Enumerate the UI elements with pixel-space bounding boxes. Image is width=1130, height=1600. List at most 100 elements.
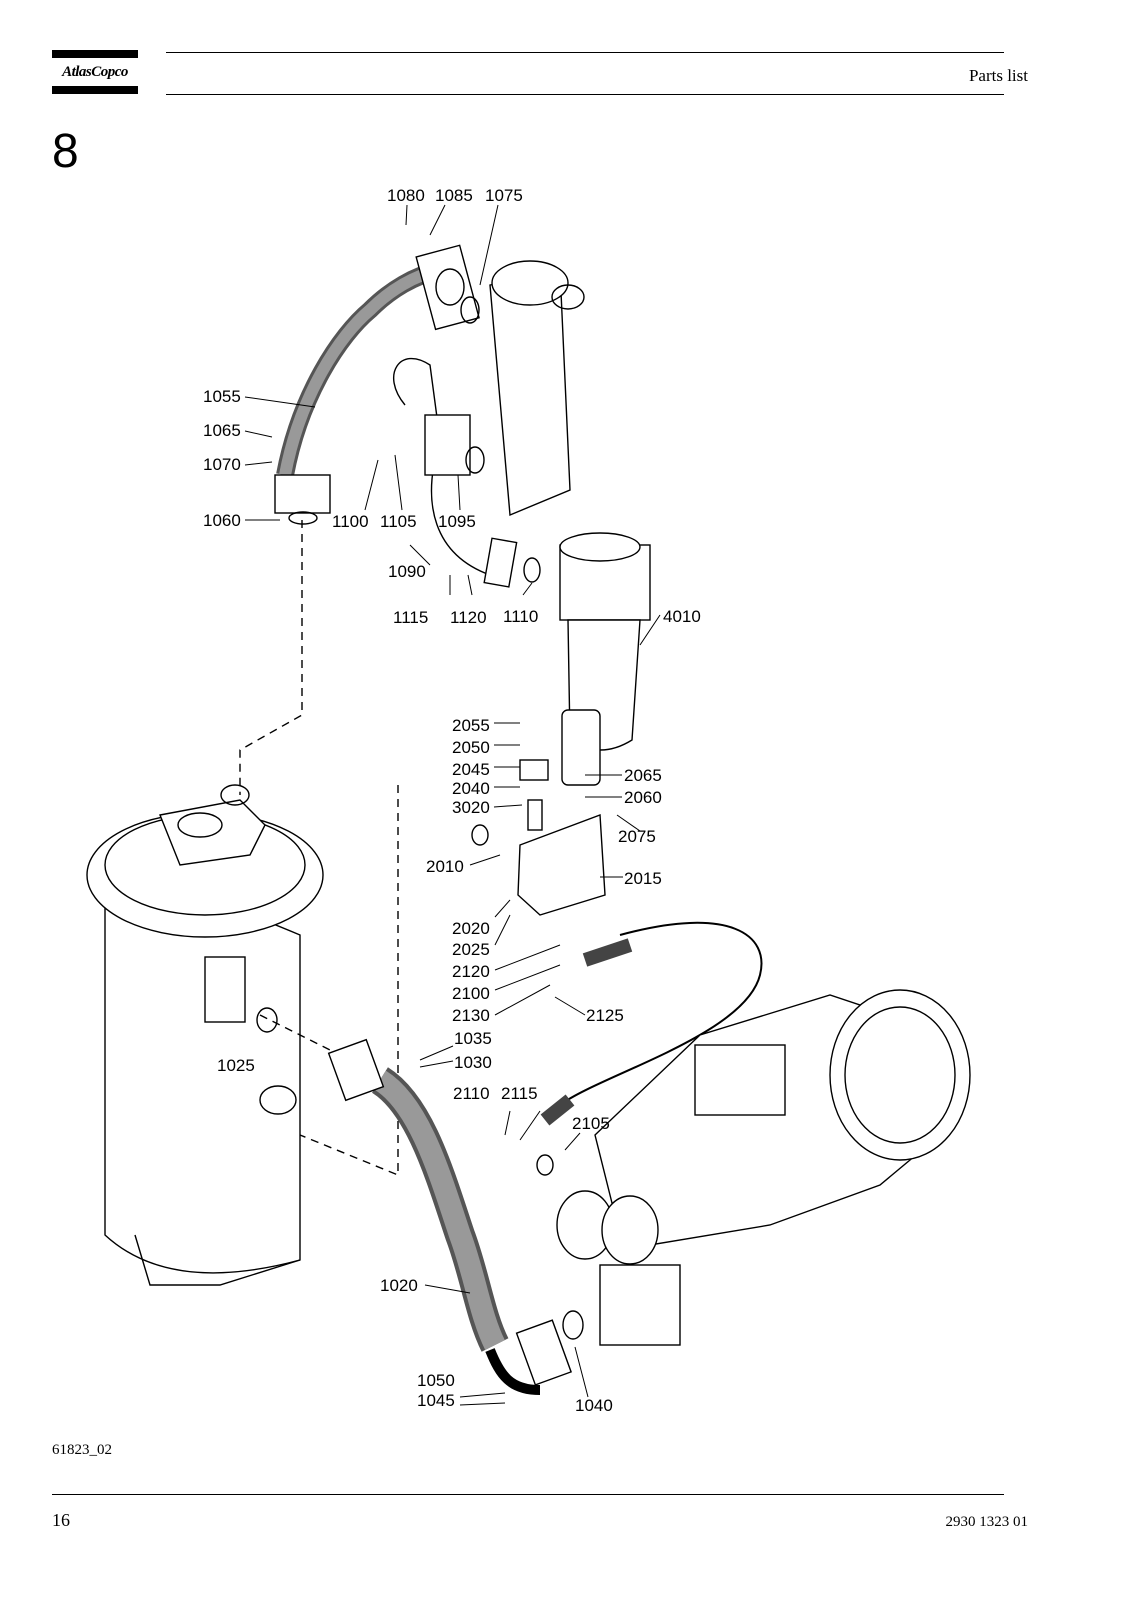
valve-housing-2015: [517, 814, 606, 916]
callout-1065: 1065: [203, 421, 241, 440]
dashed-route-hose: [259, 1014, 341, 1056]
callout-2110: 2110: [453, 1084, 490, 1103]
section-number: 8: [52, 125, 79, 178]
compressor-top-housing: [694, 1044, 786, 1116]
logo-wordmark: AtlasCopco: [62, 64, 128, 80]
compressor-rotor-port-b: [601, 1195, 659, 1265]
callout-1035: 1035: [454, 1029, 492, 1048]
lower-elbow-flange: [274, 474, 331, 514]
separator-side-box: [204, 956, 246, 1023]
footer-rule: [52, 1494, 1004, 1495]
upper-pipe-flange-bore: [435, 268, 465, 306]
callout-1105: 1105: [380, 512, 417, 531]
separator-outlet-port: [177, 812, 223, 838]
callout-4010: 4010: [663, 607, 701, 626]
upper-hose-inner: [279, 264, 442, 477]
callout-1080: 1080: [387, 186, 425, 205]
oring-1110: [523, 557, 541, 583]
dashed-route-filter: [299, 785, 399, 1177]
oring-1060: [288, 511, 318, 525]
callout-1025: 1025: [217, 1056, 255, 1075]
oring-1025: [256, 1007, 278, 1033]
callout-1070: 1070: [203, 455, 241, 474]
callout-2045: 2045: [452, 760, 490, 779]
compressor-lower-block: [599, 1264, 681, 1346]
oring-1075: [460, 296, 480, 324]
oil-filter-head-top: [559, 532, 641, 562]
page-number: 16: [52, 1510, 70, 1530]
callout-2120: 2120: [452, 962, 490, 981]
callout-1045: 1045: [417, 1391, 455, 1410]
exploded-parts-diagram: 1080 1085 1075 1055 1065 1070 1060 1100 …: [86, 186, 971, 1415]
oring-1095: [465, 446, 485, 474]
lower-oil-hose-inner: [373, 1070, 505, 1350]
callout-1100: 1100: [332, 512, 369, 531]
callout-1040: 1040: [575, 1396, 613, 1415]
hose-upper-flange: [327, 1038, 385, 1102]
callout-2050: 2050: [452, 738, 490, 757]
callout-2040: 2040: [452, 779, 490, 798]
callout-2065: 2065: [624, 766, 662, 785]
callout-3020: 3020: [452, 798, 490, 817]
separator-top-flange: [159, 799, 266, 866]
callout-1090: 1090: [388, 562, 426, 581]
compressor-drive-flange: [829, 989, 971, 1161]
callout-2100: 2100: [452, 984, 490, 1003]
figure-reference: 61823_02: [52, 1442, 112, 1458]
callout-2115: 2115: [501, 1084, 538, 1103]
logo-bar-bottom: [52, 86, 138, 94]
lower-pipe-flange: [483, 537, 518, 588]
oring-2105: [536, 1154, 554, 1176]
filter-element-2065: [561, 709, 601, 786]
scavenge-hose-end-lower: [540, 1094, 575, 1126]
separator-side-port: [259, 1085, 297, 1115]
callout-2105: 2105: [572, 1114, 610, 1133]
callout-1120: 1120: [450, 608, 487, 627]
callout-1110: 1110: [503, 607, 538, 626]
callout-2025: 2025: [452, 940, 490, 959]
oil-cooler-top: [491, 260, 569, 306]
leader-lines: [244, 204, 661, 1406]
callout-2010: 2010: [426, 857, 464, 876]
drawing-lines: [86, 204, 971, 1406]
oring-1040: [562, 1310, 584, 1340]
atlas-copco-logo: AtlasCopco: [52, 50, 138, 94]
valve-insert-3020: [527, 799, 543, 831]
valve-cover-plate: [519, 759, 549, 781]
scavenge-hose-end-upper: [582, 938, 633, 967]
callout-labels: 1080 1085 1075 1055 1065 1070 1060 1100 …: [203, 186, 701, 1415]
callout-1075: 1075: [485, 186, 523, 205]
callout-2075: 2075: [618, 827, 656, 846]
scavenge-line: [559, 921, 763, 1106]
middle-pipe-flange: [424, 414, 471, 476]
dashed-route-separator: [239, 520, 303, 795]
logo-bar-top: [52, 50, 138, 58]
callout-1115: 1115: [393, 608, 428, 627]
callout-2020: 2020: [452, 919, 490, 938]
callout-1055: 1055: [203, 387, 241, 406]
oil-cooler-top-port: [551, 284, 585, 310]
document-number: 2930 1323 01: [945, 1514, 1029, 1530]
header-rule-top: [166, 52, 1004, 53]
callout-1050: 1050: [417, 1371, 455, 1390]
callout-2055: 2055: [452, 716, 490, 735]
lower-pipe-elbow: [485, 1348, 541, 1395]
upper-hose-1055: [276, 261, 443, 477]
header-rule-bottom: [166, 94, 1004, 95]
callout-1060: 1060: [203, 511, 241, 530]
lower-elbow-flange-1045: [515, 1319, 572, 1386]
oring-2010: [471, 824, 489, 846]
separator-top-port: [220, 784, 250, 806]
callout-1030: 1030: [454, 1053, 492, 1072]
compressor-drive-flange-inner: [844, 1006, 956, 1144]
callout-2125: 2125: [586, 1006, 624, 1025]
callout-1085: 1085: [435, 186, 473, 205]
callout-2130: 2130: [452, 1006, 490, 1025]
callout-2060: 2060: [624, 788, 662, 807]
upper-pipe-flange: [415, 244, 480, 331]
callout-1095: 1095: [438, 512, 476, 531]
callout-1020: 1020: [380, 1276, 418, 1295]
callout-2015: 2015: [624, 869, 662, 888]
header-title: Parts list: [968, 66, 1028, 85]
separator-base: [134, 1234, 301, 1286]
